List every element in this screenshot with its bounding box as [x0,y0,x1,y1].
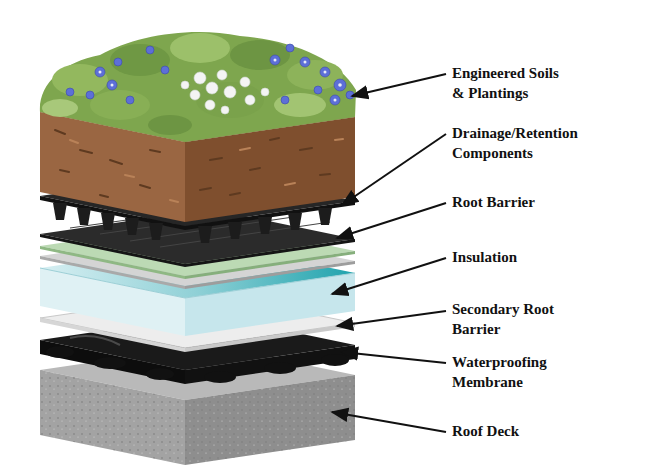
plantings [40,32,356,142]
layer-label: Secondary Root Barrier [452,299,567,339]
layer-label: Root Barrier [452,192,622,212]
layer-label: Roof Deck [452,421,622,441]
leader-lines [332,74,446,432]
layer-label: Waterproofing Membrane [452,352,567,392]
layer-label: Drainage/Retention Components [452,123,597,163]
layer-label: Insulation [452,247,622,267]
layer-label: Engineered Soils & Plantings [452,63,567,103]
